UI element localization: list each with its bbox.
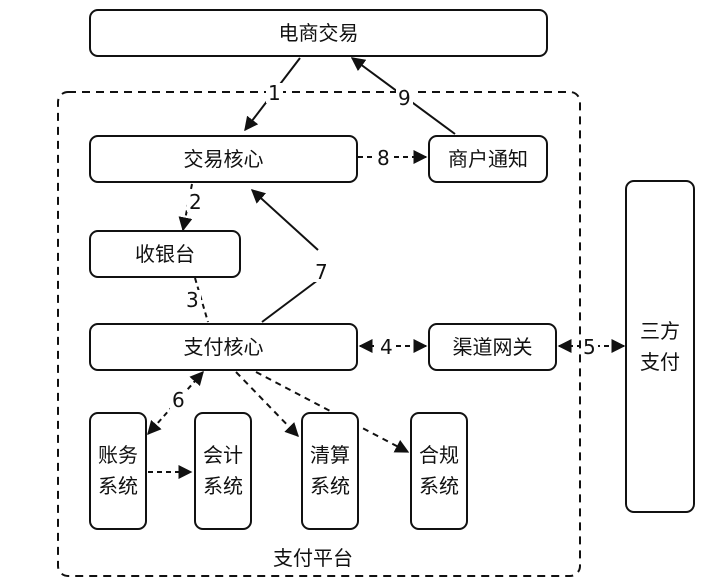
node-cashier[interactable]: 收银台 xyxy=(89,230,241,278)
edge-2-line xyxy=(178,183,193,232)
platform-label: 支付平台 xyxy=(273,546,353,570)
edge-6-line xyxy=(147,370,204,436)
node-third-party[interactable]: 三方 支付 xyxy=(625,180,695,513)
node-clearing-line2: 系统 xyxy=(310,474,350,498)
node-third-party-line2: 支付 xyxy=(640,349,680,374)
node-ecommerce[interactable]: 电商交易 xyxy=(89,9,548,57)
node-accounting-line1: 会计 xyxy=(203,443,243,467)
node-merchant-notify[interactable]: 商户通知 xyxy=(428,135,548,183)
node-accounting[interactable]: 会计 系统 xyxy=(194,412,252,530)
node-accounting-ledger[interactable]: 账务 系统 xyxy=(89,412,147,530)
edge-9-label: 9 xyxy=(396,86,413,110)
node-compliance[interactable]: 合规 系统 xyxy=(410,412,468,530)
edge-8-label: 8 xyxy=(375,146,392,170)
edge-3-label: 3 xyxy=(184,288,201,312)
edge-4-label: 4 xyxy=(378,335,395,359)
node-channel-gateway[interactable]: 渠道网关 xyxy=(428,323,557,371)
edge-3-line xyxy=(194,277,209,323)
node-accounting-line2: 系统 xyxy=(203,474,243,498)
node-third-party-line1: 三方 xyxy=(640,318,680,343)
edge-5-label: 5 xyxy=(581,335,598,359)
edge-7-line xyxy=(261,279,319,323)
node-compliance-line2: 系统 xyxy=(419,474,459,498)
edge-pay-compliance-line xyxy=(255,371,410,453)
node-accounting-ledger-line1: 账务 xyxy=(98,443,138,467)
node-trade-core[interactable]: 交易核心 xyxy=(89,135,358,183)
node-compliance-line1: 合规 xyxy=(419,443,459,467)
edge-7-arrow xyxy=(250,189,319,251)
node-clearing[interactable]: 清算 系统 xyxy=(301,412,359,530)
platform-boundary xyxy=(57,91,581,577)
edge-1-label: 1 xyxy=(266,81,283,105)
edge-2-label: 2 xyxy=(187,190,204,214)
node-clearing-line1: 清算 xyxy=(310,443,350,467)
edge-pay-clearing-line xyxy=(235,371,299,438)
node-accounting-ledger-line2: 系统 xyxy=(98,474,138,498)
edge-7-label: 7 xyxy=(313,260,330,284)
node-pay-core[interactable]: 支付核心 xyxy=(89,323,358,371)
edge-6-label: 6 xyxy=(170,388,187,412)
